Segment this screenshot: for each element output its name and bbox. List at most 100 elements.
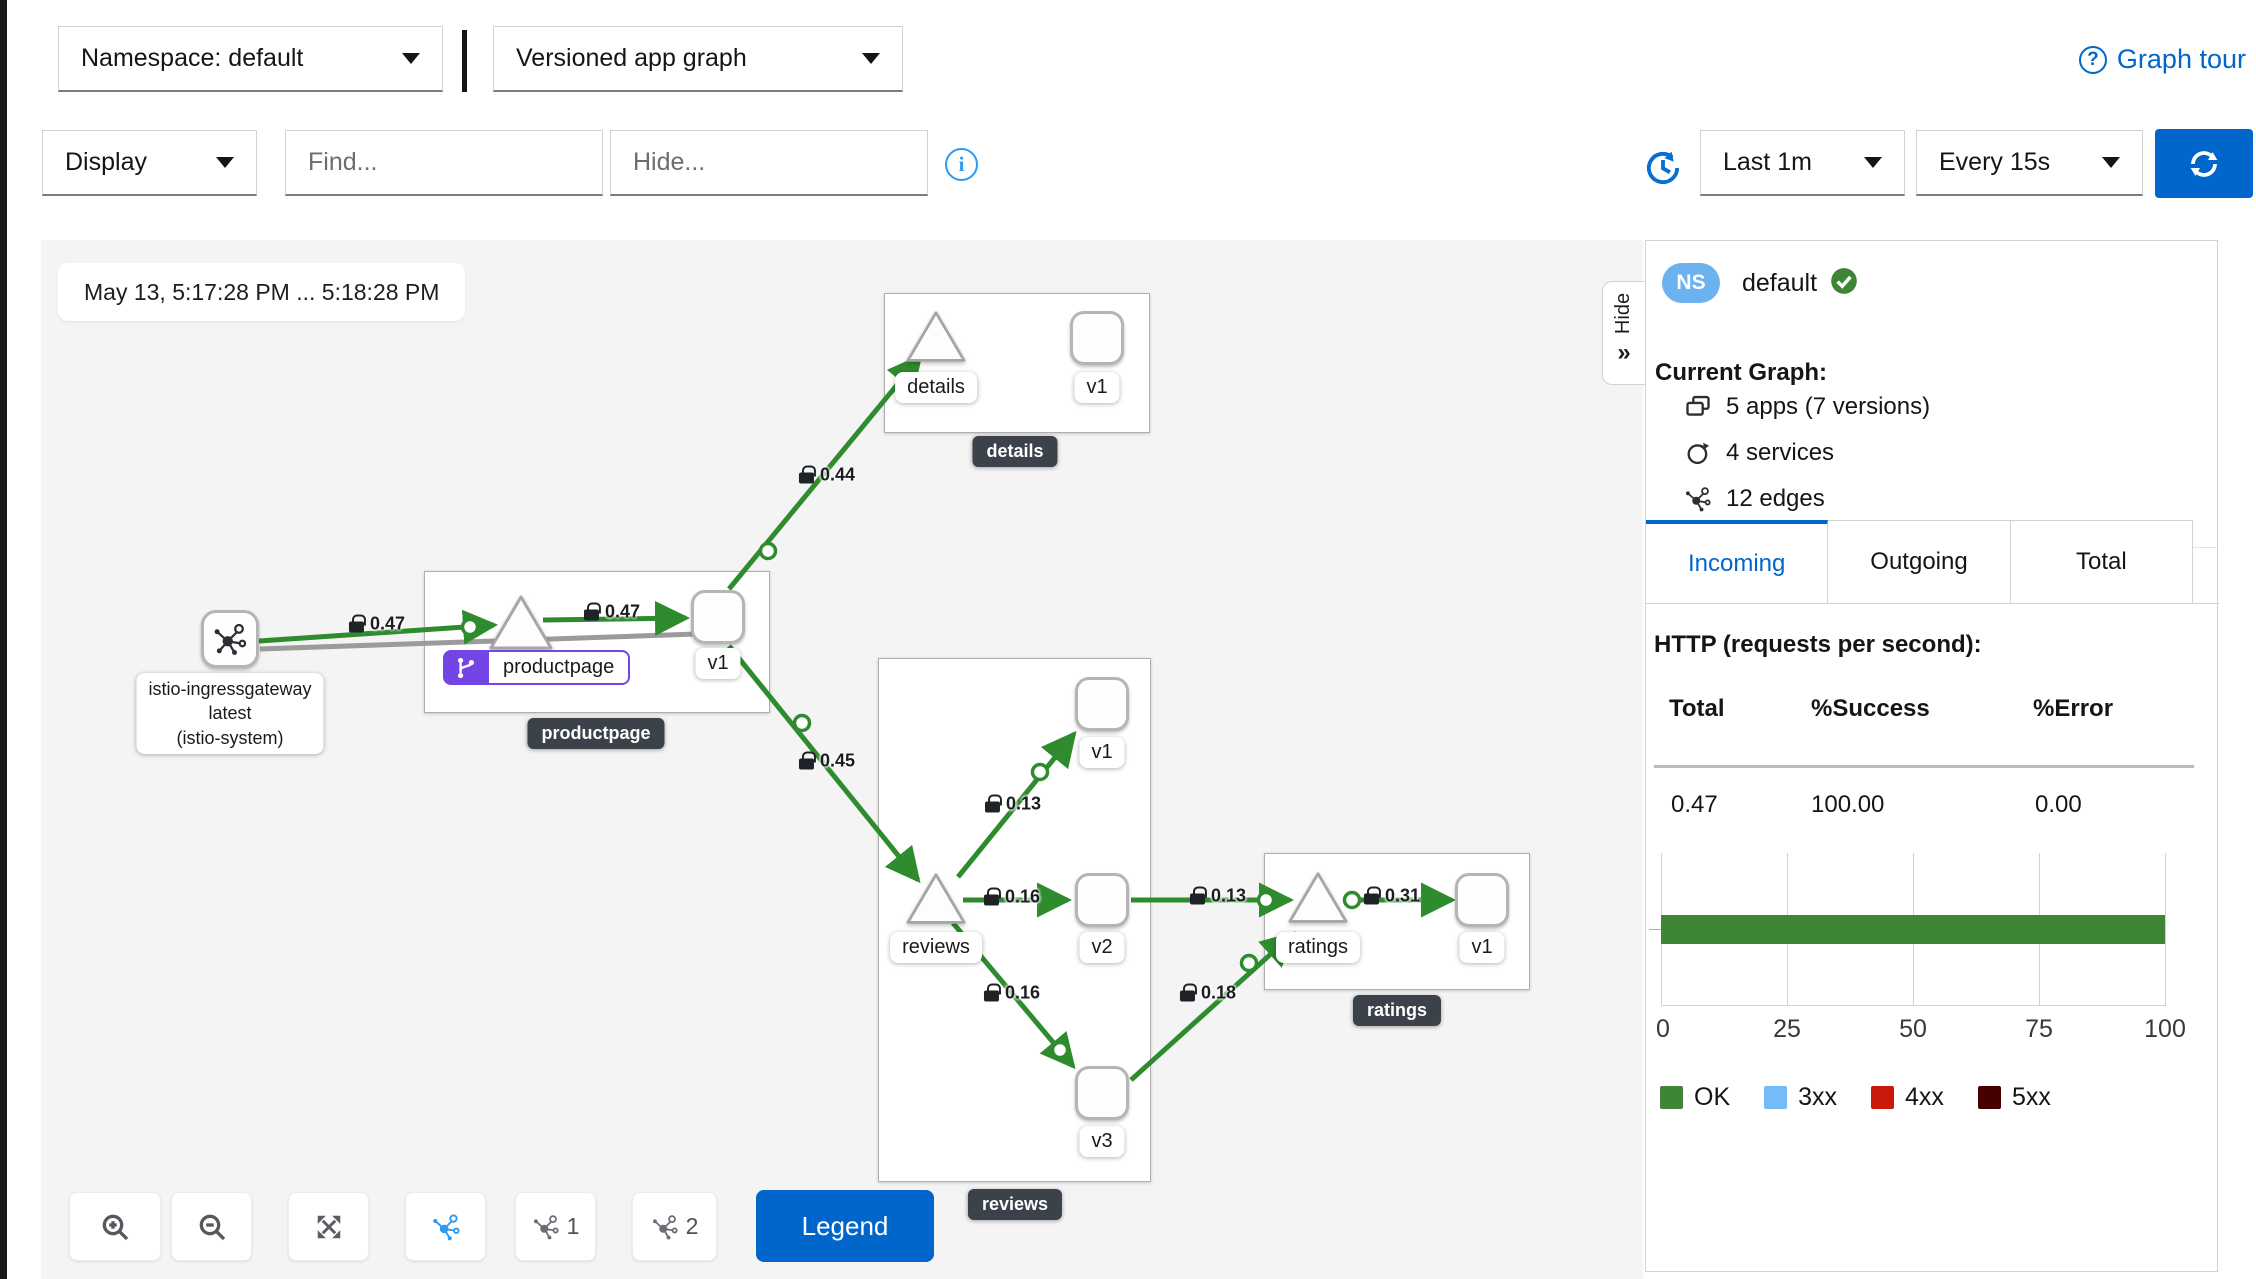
tab-total[interactable]: Total xyxy=(2010,520,2193,604)
node-label-v1: v1 xyxy=(1079,737,1125,768)
mtls-lock-icon xyxy=(983,887,1001,906)
legend-item-5xx: 5xx xyxy=(1977,1083,2051,1112)
node-label-details: details xyxy=(895,372,977,403)
info-icon[interactable] xyxy=(945,148,978,181)
layout-default-button[interactable] xyxy=(405,1192,486,1261)
legend-button[interactable]: Legend xyxy=(756,1190,934,1262)
node-reviews-v2[interactable] xyxy=(1075,873,1129,927)
node-istio-ingressgateway[interactable] xyxy=(201,610,259,668)
layout-1-number: 1 xyxy=(566,1213,580,1239)
tab-incoming[interactable]: Incoming xyxy=(1646,520,1829,604)
edges-icon xyxy=(1686,487,1711,512)
edge-label[interactable]: 0.47 xyxy=(583,602,640,623)
mtls-lock-icon xyxy=(348,614,366,633)
edge-label[interactable]: 0.16 xyxy=(983,983,1040,1004)
layout-2-button[interactable]: 2 xyxy=(632,1192,717,1261)
4xx-swatch xyxy=(1871,1086,1895,1109)
graph-tour-link[interactable]: Graph tour xyxy=(2078,44,2246,75)
node-productpage-service[interactable] xyxy=(486,592,556,659)
virtual-service-badge xyxy=(443,650,489,685)
edge-label[interactable]: 0.44 xyxy=(798,465,855,486)
x-tick-50: 50 xyxy=(1899,1015,1927,1043)
node-reviews-service[interactable] xyxy=(903,870,969,933)
hide-input[interactable] xyxy=(633,148,905,177)
mesh-icon xyxy=(214,623,247,655)
fit-to-screen-button[interactable] xyxy=(288,1192,369,1261)
stat-apps: 5 apps (7 versions) xyxy=(1684,393,1930,421)
find-input[interactable] xyxy=(308,148,580,177)
node-ratings-v1[interactable] xyxy=(1455,873,1509,927)
node-ratings-service[interactable] xyxy=(1285,869,1351,932)
time-range-label: Last 1m xyxy=(1723,148,1812,176)
x-tick-0: 0 xyxy=(1656,1015,1670,1043)
legend-item-ok: OK xyxy=(1660,1083,1730,1112)
edge-label[interactable]: 0.16 xyxy=(983,887,1040,908)
display-select[interactable]: Display xyxy=(42,130,257,196)
topbar-separator xyxy=(462,30,467,92)
graph-layout-icon xyxy=(652,1214,678,1239)
col-header-success: %Success xyxy=(1811,695,1930,722)
edge-label[interactable]: 0.45 xyxy=(798,751,855,772)
node-productpage-v1[interactable] xyxy=(691,590,745,644)
edge-label[interactable]: 0.13 xyxy=(984,794,1041,815)
layout-1-button[interactable]: 1 xyxy=(515,1192,596,1261)
edge-label[interactable]: 0.47 xyxy=(348,614,405,635)
code-branch-icon xyxy=(457,657,475,678)
layout-2-number: 2 xyxy=(685,1213,699,1239)
x-tick-100: 100 xyxy=(2144,1015,2186,1043)
collapsed-nav-edge xyxy=(0,0,7,1279)
selected-node-label-productpage[interactable]: productpage xyxy=(443,650,631,685)
group-badge-details[interactable]: details xyxy=(972,436,1058,467)
refresh-interval-select[interactable]: Every 15s xyxy=(1916,130,2143,196)
double-chevron-icon: » xyxy=(1617,338,1631,366)
zoom-out-icon xyxy=(199,1214,225,1240)
edge-label[interactable]: 0.13 xyxy=(1189,886,1246,907)
hide-tab-label: Hide xyxy=(1612,292,1635,334)
refresh-button[interactable] xyxy=(2155,129,2253,198)
node-label-v2: v2 xyxy=(1079,932,1125,963)
node-details-v1[interactable] xyxy=(1070,311,1124,365)
chevron-down-icon xyxy=(2102,157,2120,168)
graph-type-select[interactable]: Versioned app graph xyxy=(493,26,903,92)
panel-namespace-name[interactable]: default xyxy=(1742,269,1818,297)
traffic-tabs: Incoming Outgoing Total xyxy=(1646,520,2193,604)
ok-swatch xyxy=(1660,1086,1683,1109)
question-circle-icon xyxy=(2078,45,2107,74)
node-reviews-v1[interactable] xyxy=(1075,677,1129,731)
mtls-lock-icon xyxy=(798,751,816,770)
mtls-lock-icon xyxy=(984,794,1002,813)
group-badge-ratings[interactable]: ratings xyxy=(1352,995,1442,1026)
chart-legend: OK 3xx 4xx 5xx xyxy=(1660,1083,2051,1112)
replay-history-icon[interactable] xyxy=(1643,148,1683,188)
tab-outgoing[interactable]: Outgoing xyxy=(1828,520,2011,604)
chevron-down-icon xyxy=(216,157,234,168)
ok-bar xyxy=(1661,915,2165,944)
col-header-total: Total xyxy=(1669,695,1725,722)
group-badge-productpage[interactable]: productpage xyxy=(527,718,665,749)
node-reviews-v3[interactable] xyxy=(1075,1066,1129,1120)
time-range-select[interactable]: Last 1m xyxy=(1700,130,1905,196)
zoom-in-button[interactable] xyxy=(69,1192,161,1261)
node-label-ratings: ratings xyxy=(1275,932,1361,963)
node-label-reviews: reviews xyxy=(890,932,982,963)
find-field-wrap xyxy=(285,130,603,196)
mtls-lock-icon xyxy=(1179,983,1197,1002)
node-details-service[interactable] xyxy=(903,308,969,371)
current-graph-title: Current Graph: xyxy=(1655,359,1828,386)
group-badge-reviews[interactable]: reviews xyxy=(967,1189,1063,1220)
node-label-v3: v3 xyxy=(1079,1126,1125,1157)
namespace-select[interactable]: Namespace: default xyxy=(58,26,443,92)
applications-icon xyxy=(1686,395,1710,416)
zoom-out-button[interactable] xyxy=(171,1192,252,1261)
edge-label[interactable]: 0.18 xyxy=(1179,983,1236,1004)
summary-panel: NS default Current Graph: 5 apps (7 vers… xyxy=(1645,240,2219,1272)
x-tick-75: 75 xyxy=(2025,1015,2053,1043)
edge-label[interactable]: 0.31 xyxy=(1363,886,1420,907)
panel-collapse-tab[interactable]: Hide » xyxy=(1602,281,1645,385)
graph-tour-label: Graph tour xyxy=(2116,44,2246,74)
display-select-label: Display xyxy=(65,148,147,176)
graph-type-select-label: Versioned app graph xyxy=(516,44,747,72)
node-label-ingressgateway: istio-ingressgateway latest (istio-syste… xyxy=(136,673,324,754)
mtls-lock-icon xyxy=(983,983,1001,1002)
